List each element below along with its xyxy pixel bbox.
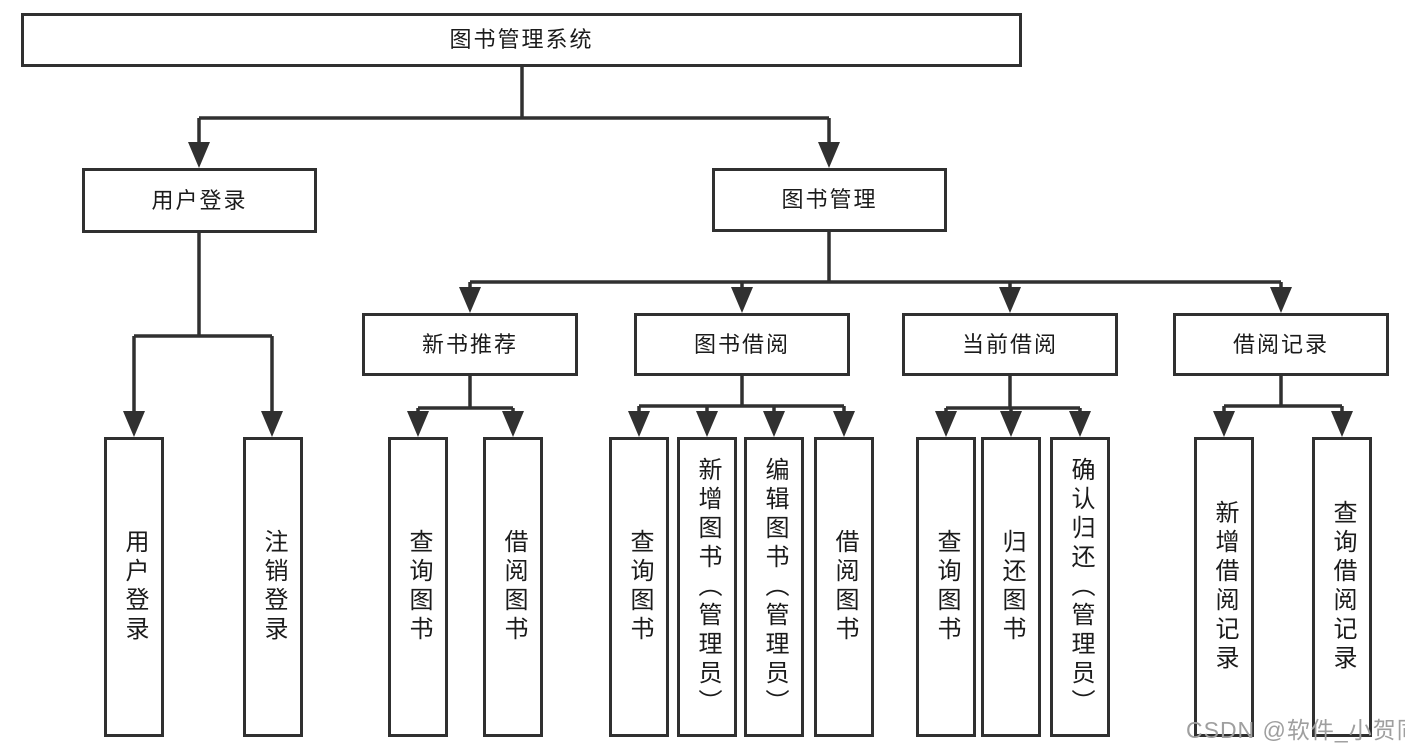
leaf-current-search-books-label: 查询图书 — [933, 529, 960, 645]
leaf-logout: 注销登录 — [243, 437, 303, 737]
node-user-login-label: 用户登录 — [151, 187, 248, 213]
node-root-system-label: 图书管理系统 — [449, 27, 594, 52]
node-borrow-records-label: 借阅记录 — [1232, 331, 1329, 357]
csdn-watermark: CSDN @软件_小贺同学 — [1186, 717, 1405, 743]
leaf-current-return-books-label: 归还图书 — [998, 529, 1025, 645]
leaf-recommend-search-books-label: 查询图书 — [405, 529, 432, 645]
leaf-current-return-books: 归还图书 — [981, 437, 1041, 737]
leaf-records-add-record: 新增借阅记录 — [1194, 437, 1254, 737]
node-root-system: 图书管理系统 — [21, 13, 1022, 67]
node-new-book-recommend-label: 新书推荐 — [421, 331, 518, 357]
leaf-borrow-borrow-books: 借阅图书 — [814, 437, 874, 737]
leaf-current-confirm-return-admin: 确认归还（管理员） — [1050, 437, 1110, 737]
leaf-borrow-add-books-admin-label: 新增图书（管理员） — [694, 456, 721, 718]
leaf-records-add-record-label: 新增借阅记录 — [1211, 500, 1238, 674]
node-book-management-label: 图书管理 — [781, 187, 878, 212]
leaf-borrow-search-books: 查询图书 — [609, 437, 669, 737]
leaf-user-login-label: 用户登录 — [121, 529, 148, 645]
node-book-borrow-label: 图书借阅 — [693, 331, 790, 357]
leaf-recommend-search-books: 查询图书 — [388, 437, 448, 737]
node-book-borrow: 图书借阅 — [634, 313, 850, 376]
leaf-recommend-borrow-books: 借阅图书 — [483, 437, 543, 737]
leaf-records-search-record-label: 查询借阅记录 — [1329, 500, 1356, 674]
node-user-login: 用户登录 — [82, 168, 317, 233]
leaf-borrow-add-books-admin: 新增图书（管理员） — [677, 437, 737, 737]
node-current-borrow-label: 当前借阅 — [961, 331, 1058, 357]
node-borrow-records: 借阅记录 — [1173, 313, 1389, 376]
node-current-borrow: 当前借阅 — [902, 313, 1118, 376]
leaf-borrow-edit-books-admin: 编辑图书（管理员） — [744, 437, 804, 737]
node-book-management: 图书管理 — [712, 168, 947, 232]
leaf-current-search-books: 查询图书 — [916, 437, 976, 737]
node-new-book-recommend: 新书推荐 — [362, 313, 578, 376]
leaf-records-search-record: 查询借阅记录 — [1312, 437, 1372, 737]
leaf-borrow-borrow-books-label: 借阅图书 — [831, 529, 858, 645]
leaf-borrow-edit-books-admin-label: 编辑图书（管理员） — [761, 456, 788, 718]
leaf-borrow-search-books-label: 查询图书 — [626, 529, 653, 645]
leaf-user-login: 用户登录 — [104, 437, 164, 737]
leaf-logout-label: 注销登录 — [260, 529, 287, 645]
leaf-current-confirm-return-admin-label: 确认归还（管理员） — [1067, 456, 1094, 718]
leaf-recommend-borrow-books-label: 借阅图书 — [500, 529, 527, 645]
